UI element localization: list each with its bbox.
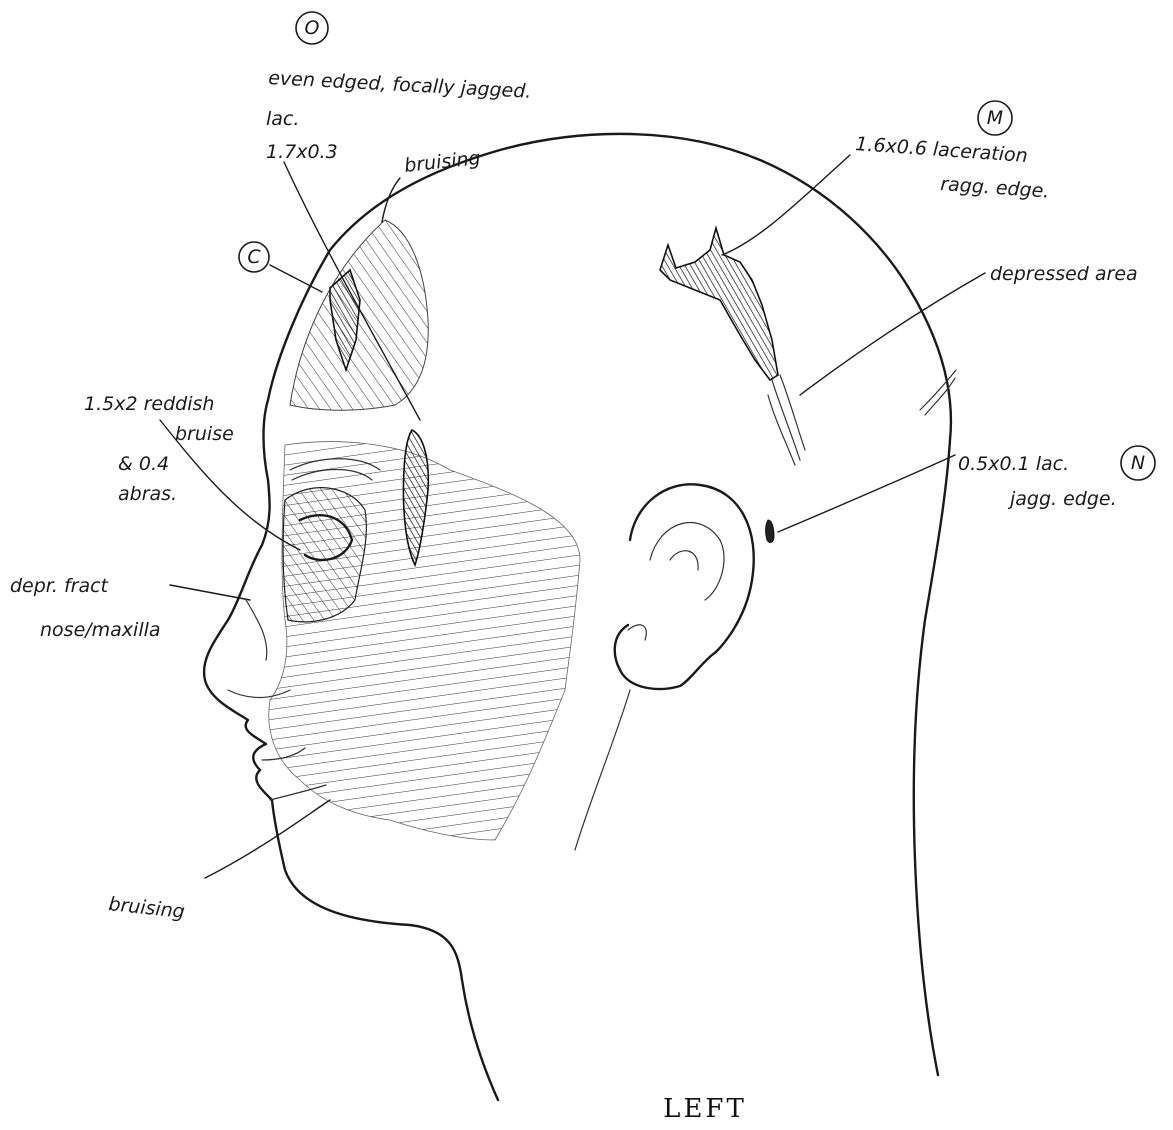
leader-fracture <box>170 585 250 600</box>
injury-M-description: 1.6x0.6 laceration <box>855 133 1029 167</box>
bruise-eye-type: bruise <box>175 423 234 445</box>
injury-C-letter: C <box>247 246 261 268</box>
depressed-area-marks <box>768 375 805 465</box>
fracture-location: nose/maxilla <box>40 619 161 641</box>
injury-O-description: even edged, focally jagged. <box>268 67 532 103</box>
eye-bruise <box>283 488 366 622</box>
leader-injury-N <box>778 455 955 532</box>
bruise-eye-abrasion-size: & 0.4 <box>118 453 169 475</box>
injury-O-type: lac. <box>266 108 299 130</box>
depressed-area-label: depressed area <box>990 263 1138 285</box>
injury-M-letter: M <box>987 107 1003 129</box>
leader-bruising-chin <box>205 800 330 878</box>
injury-N-letter: N <box>1131 452 1145 474</box>
injury-N-description: 0.5x0.1 lac. <box>958 453 1069 475</box>
fracture-type: depr. fract <box>10 575 110 597</box>
injury-M-edge: ragg. edge. <box>940 173 1050 203</box>
leader-injury-M <box>722 155 850 255</box>
leader-depressed-area <box>800 273 985 395</box>
bruising-chin-label: bruising <box>107 893 185 923</box>
bruise-eye-size: 1.5x2 reddish <box>84 393 214 415</box>
injury-M-wound <box>660 228 778 380</box>
injury-N-wound <box>766 520 774 543</box>
ear-outline <box>615 484 754 689</box>
bruise-eye-abrasion: abras. <box>118 483 177 505</box>
injury-O-size: 1.7x0.3 <box>266 141 338 163</box>
injury-N-edge: jagg. edge. <box>1007 488 1117 510</box>
bruising-forehead-label: bruising <box>403 147 481 177</box>
injury-O-letter: O <box>305 17 320 39</box>
figure-caption: LEFT <box>663 1094 747 1124</box>
